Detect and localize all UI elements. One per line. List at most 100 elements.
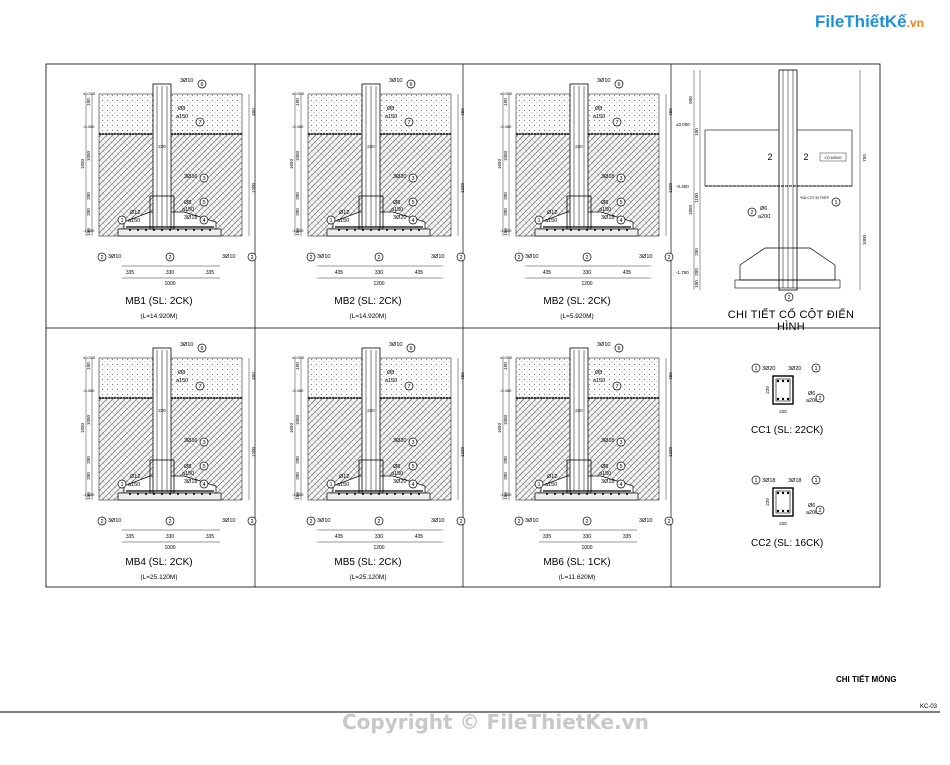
rebar-dot (394, 493, 396, 495)
logo: FileThiếtKế.vn (815, 12, 924, 32)
callout-bubble (406, 79, 416, 89)
level-marker: -0.450 (83, 388, 95, 393)
callout-bubble (326, 479, 336, 489)
callout-number: 3 (202, 176, 205, 182)
callout-bubble (199, 461, 209, 471)
level-marker: ±0.000 (500, 355, 513, 360)
rebar-dot (554, 493, 556, 495)
rebar-label: Ø8 (387, 370, 394, 376)
dim-text: 220 (367, 144, 375, 149)
callout-number: 1 (814, 366, 817, 372)
rebar-dot (201, 229, 203, 231)
callout-number: 2 (309, 255, 312, 261)
dim-text: 1050 (503, 150, 508, 161)
callout-number: 1 (834, 200, 837, 206)
callout-bubble (199, 173, 209, 183)
rebar-label: Ø8 (393, 200, 400, 206)
dim-text: 220 (779, 409, 787, 414)
note-box (819, 152, 847, 162)
footing-detail-mb6: ±0.000-0.450-1.6501650105020020010010045… (497, 342, 674, 551)
rebar-dot (185, 229, 187, 231)
callout-bubble (406, 343, 416, 353)
dim-text: 1200 (373, 545, 384, 551)
callout-bubble (612, 381, 622, 391)
callout-bubble (616, 215, 626, 225)
rebar-label: a150 (593, 378, 605, 384)
dim-text: 220 (779, 521, 787, 526)
callout-number: 1 (329, 482, 332, 488)
dim-text: 435 (623, 270, 632, 276)
rebar-label: 3Ø20 (393, 174, 406, 180)
footing-label: MB1 (SL: 2CK) (125, 296, 193, 307)
logo-brand: File (815, 12, 845, 31)
dim-text: 200 (86, 208, 91, 216)
dim-text: 1650 (289, 422, 294, 433)
callout-bubble (195, 381, 205, 391)
dim-text: 1000 (164, 281, 175, 287)
callout-bubble (815, 505, 825, 515)
callout-number: 2 (250, 519, 253, 525)
callout-bubble (165, 516, 175, 526)
note-text: CỔ MÓNG (824, 155, 841, 160)
level-marker: -1.650 (83, 228, 95, 233)
callout-bubble (456, 252, 466, 262)
rebar-dot (137, 229, 139, 231)
level-marker: -0.450 (676, 184, 689, 189)
rebar-label: 3Ø18 (184, 479, 197, 485)
rebar-label: 3Ø10 (108, 518, 121, 524)
dim-text: 100 (86, 492, 91, 500)
rebar-label: a150 (385, 114, 397, 120)
callout-number: 3 (619, 440, 622, 446)
callout-number: 7 (198, 384, 201, 390)
rebar-label: 3Ø18 (601, 479, 614, 485)
dim-text: 1200 (373, 281, 384, 287)
dim-text: 100 (503, 492, 508, 500)
callout-bubble (199, 215, 209, 225)
rebar-dot (346, 493, 348, 495)
rebar-dot (193, 493, 195, 495)
footing-detail-mb2a: ±0.000-0.450-1.6501650105020020010010045… (289, 78, 466, 287)
rebar-dot (338, 493, 340, 495)
dim-text: 1200 (668, 446, 673, 457)
dim-text: 100 (694, 128, 699, 136)
dim-text: 330 (166, 270, 175, 276)
callout-number: 2 (585, 255, 588, 261)
dim-text: 1650 (80, 158, 85, 169)
dim-text: 600 (688, 96, 693, 104)
callout-number: 6 (617, 82, 620, 88)
rebar-label: a150 (337, 482, 349, 488)
callout-number: 2 (377, 519, 380, 525)
rebar-label: 3Ø20 (788, 366, 801, 372)
rebar-dot (346, 229, 348, 231)
rebar-label: 3Ø20 (762, 366, 775, 372)
callout-number: 2 (309, 519, 312, 525)
rebar-label: Ø8 (595, 106, 602, 112)
dim-text: 1200 (668, 182, 673, 193)
rebar-dot (137, 493, 139, 495)
rebar-label: Ø12 (339, 210, 349, 216)
callout-bubble (374, 516, 384, 526)
callout-number: 6 (617, 346, 620, 352)
footing-label: MB6 (SL: 1CK) (543, 557, 611, 568)
rebar-label: 3Ø16 (184, 174, 197, 180)
rebar-label: a150 (391, 207, 403, 213)
callout-bubble (404, 381, 414, 391)
callout-bubble (247, 252, 257, 262)
callout-number: 5 (411, 200, 414, 206)
rebar-label: Ø6 (760, 206, 767, 212)
sheet-number: KC-03 (920, 704, 938, 710)
logo-main: ThiếtKế (844, 12, 907, 31)
callout-bubble (97, 252, 107, 262)
rebar-label: 3Ø10 (108, 254, 121, 260)
callout-bubble (616, 173, 626, 183)
rebar-dot (418, 229, 420, 231)
callout-number: 1 (814, 478, 817, 484)
note-text: *ĐÀ CỐT BỊ THÉP (800, 195, 830, 200)
callout-bubble (306, 516, 316, 526)
rebar-dot (185, 493, 187, 495)
rebar-label: a150 (593, 114, 605, 120)
callout-number: 5 (619, 464, 622, 470)
rebar-dot (781, 397, 785, 401)
rebar-label: 3Ø18 (601, 438, 614, 444)
